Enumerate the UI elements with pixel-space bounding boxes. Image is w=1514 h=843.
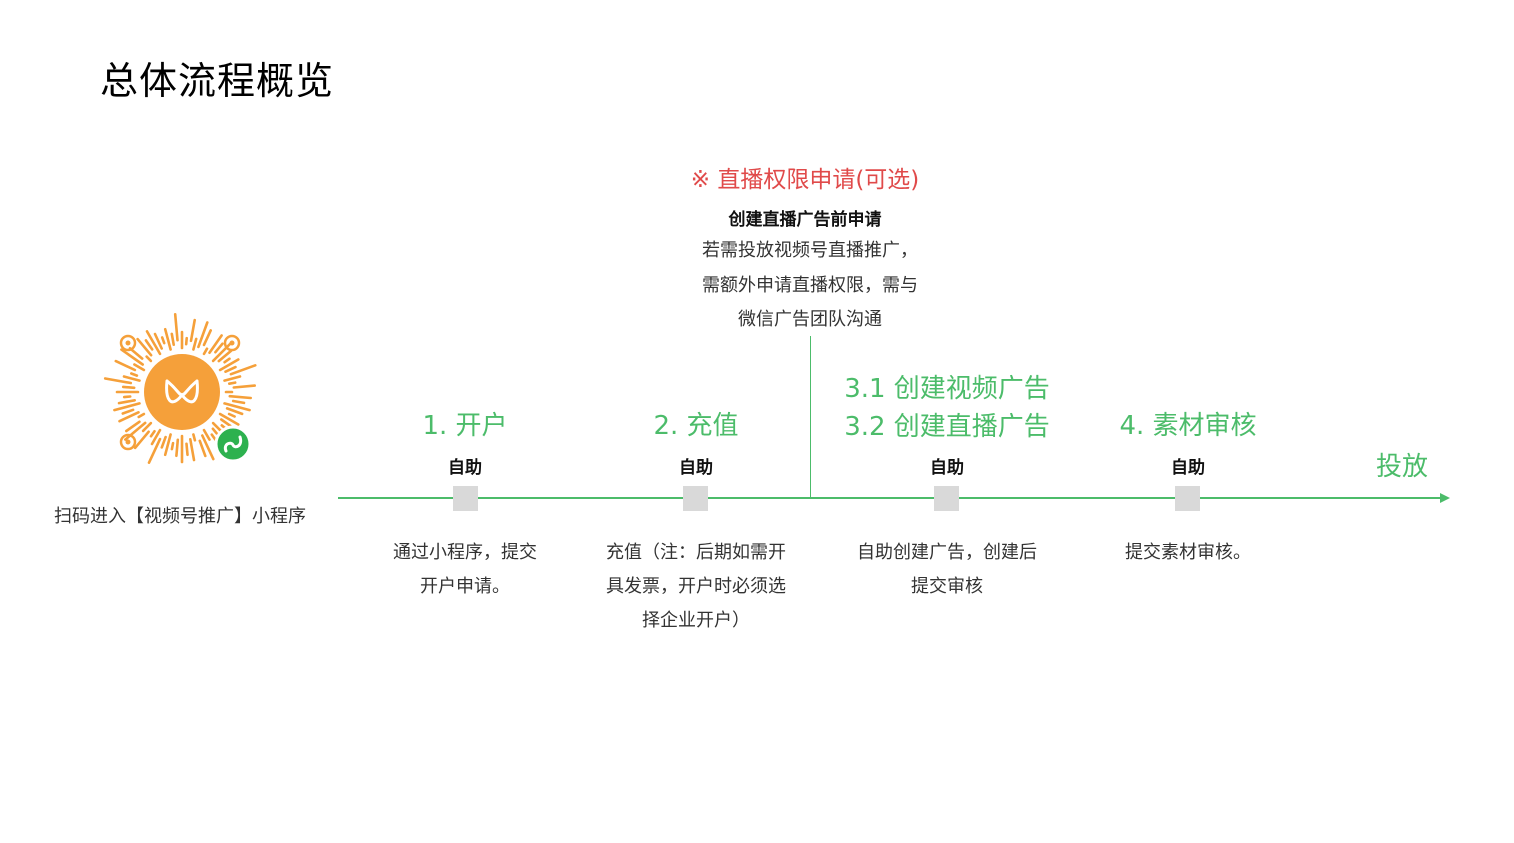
step-1-desc-line: 开户申请。 — [420, 576, 510, 597]
step-2-auto-label: 自助 — [679, 458, 713, 478]
step-2-description: 充值（注：后期如需开 具发票，开户时必须选 择企业开户） — [571, 536, 821, 638]
scan-label: 扫码进入【视频号推广】小程序 — [54, 506, 306, 527]
note-line: 需额外申请直播权限，需与 — [702, 275, 918, 296]
step-1-title: 1. 开户 — [422, 411, 508, 441]
note-line: 微信广告团队沟通 — [738, 309, 882, 330]
step-2-title: 2. 充值 — [653, 411, 739, 441]
step-2-marker — [683, 486, 708, 511]
step-3-desc-line: 提交审核 — [911, 576, 983, 597]
arrow-right-icon — [1440, 493, 1450, 503]
note-connector-line — [810, 336, 811, 498]
timeline-axis — [338, 493, 1450, 503]
step-3-1-title: 3.1 创建视频广告 — [844, 374, 1050, 404]
step-1-description: 通过小程序，提交 开户申请。 — [350, 536, 580, 604]
step-1-auto-label: 自助 — [448, 458, 482, 478]
step-2-desc-line: 充值（注：后期如需开 — [606, 542, 786, 563]
step-2-desc-line: 择企业开户） — [642, 610, 750, 631]
note-line: 若需投放视频号直播推广， — [702, 240, 918, 261]
step-3-marker — [934, 486, 959, 511]
step-3-auto-label: 自助 — [930, 458, 964, 478]
step-2-desc-line: 具发票，开户时必须选 — [606, 576, 786, 597]
launch-label: 投放 — [1376, 452, 1429, 482]
step-3-2-title: 3.2 创建直播广告 — [844, 412, 1050, 442]
step-4-auto-label: 自助 — [1171, 458, 1205, 478]
note-title: ※ 直播权限申请(可选) — [690, 167, 920, 193]
step-4-marker — [1175, 486, 1200, 511]
note-subtitle: 创建直播广告前申请 — [728, 210, 882, 230]
step-4-desc-line: 提交素材审核。 — [1125, 542, 1251, 563]
step-1-desc-line: 通过小程序，提交 — [393, 542, 537, 563]
page-title: 总体流程概览 — [100, 59, 335, 103]
step-4-title: 4. 素材审核 — [1119, 411, 1257, 441]
mini-program-code-icon[interactable] — [95, 305, 275, 480]
step-3-desc-line: 自助创建广告，创建后 — [857, 542, 1037, 563]
step-4-description: 提交素材审核。 — [1073, 536, 1303, 570]
step-1-marker — [453, 486, 478, 511]
step-3-description: 自助创建广告，创建后 提交审核 — [822, 536, 1072, 604]
